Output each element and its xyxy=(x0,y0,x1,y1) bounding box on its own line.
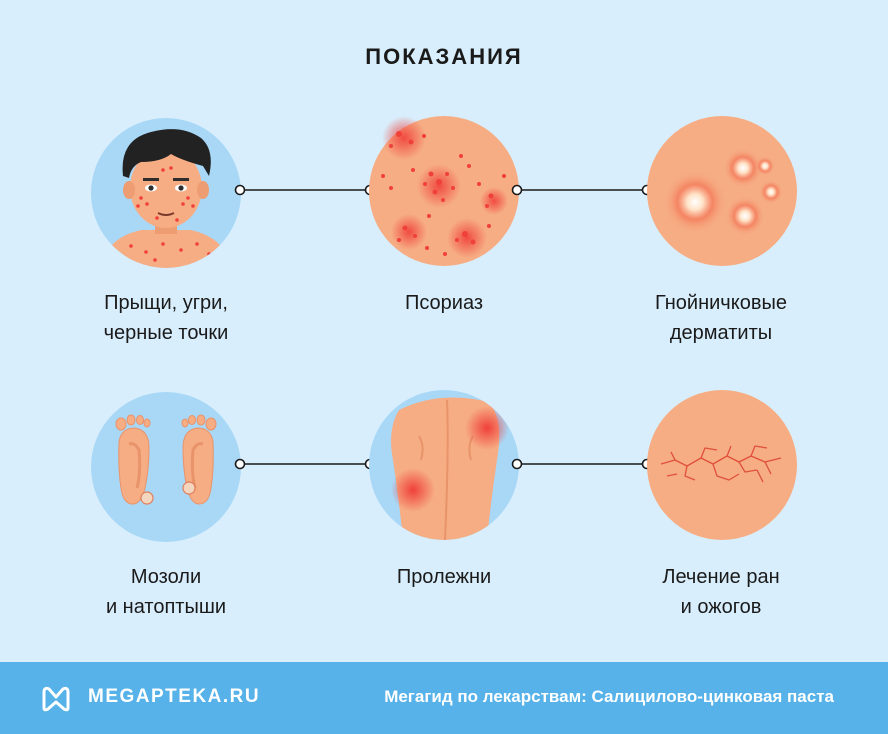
cracked-skin-icon xyxy=(647,390,797,540)
indication-caption: Пролежни xyxy=(396,566,492,588)
feet-calluses-icon xyxy=(91,392,241,542)
connector-line xyxy=(234,458,376,470)
connector-line xyxy=(511,458,653,470)
footer-caption: Мегагид по лекарствам: Салицилово-цинков… xyxy=(384,687,834,706)
connector-line xyxy=(234,184,376,196)
footer-bar: MEGAPTEKA.RU Мегагид по лекарствам: Сали… xyxy=(0,662,888,734)
indication-caption: Прыщи, угри,черные точки xyxy=(103,292,229,344)
acne-face-icon xyxy=(91,118,241,268)
connector-line xyxy=(511,184,653,196)
page-title: ПОКАЗАНИЯ xyxy=(365,44,523,69)
brand-name[interactable]: MEGAPTEKA.RU xyxy=(88,686,261,707)
indication-caption: Псориаз xyxy=(404,292,484,314)
megapteka-logo-icon[interactable] xyxy=(40,684,72,712)
bedsores-back-icon xyxy=(369,390,519,540)
psoriasis-skin-icon xyxy=(369,116,519,266)
pustular-dermatitis-icon xyxy=(647,116,797,266)
